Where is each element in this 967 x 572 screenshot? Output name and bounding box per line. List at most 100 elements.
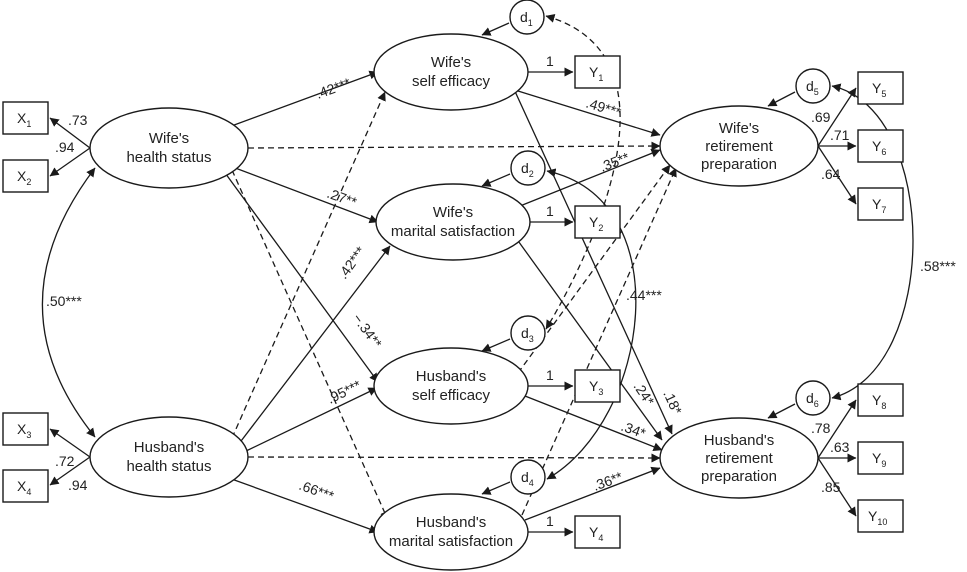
indicator-y6: Y6 [857, 129, 904, 163]
coef-hh-wms: .42*** [334, 243, 368, 282]
path-wms-wrp [519, 148, 661, 207]
cov-d1-d3 [545, 14, 621, 330]
disturbance-d1-circle [509, 0, 545, 35]
husband-marital-label-2: marital satisfaction [389, 533, 513, 550]
wife-retirement-label-2: retirement [705, 138, 773, 155]
edge-hh-x4 [49, 456, 91, 486]
disturbance-d3-label: d3 [521, 325, 534, 344]
husband-self-efficacy-label-2: self efficacy [412, 387, 491, 404]
dashed-wh-hms [231, 169, 389, 521]
disturbance-edges [481, 22, 796, 495]
husband-health-node: Husband's health status [89, 416, 249, 498]
loading-y5: .69 [811, 109, 831, 125]
indicator-y2-label: Y2 [589, 214, 603, 233]
wife-retirement-label-3: preparation [701, 156, 777, 173]
indicator-x4: X4 [2, 469, 49, 503]
path-wse-wrp [517, 90, 661, 137]
disturbance-d5-circle [795, 68, 831, 104]
coef-wms-wrp: .35** [597, 149, 632, 175]
disturbance-d2: d2 [510, 150, 546, 186]
dashed-hh-wse [231, 91, 386, 439]
indicator-y2-box [574, 205, 621, 239]
covariances [41, 14, 914, 480]
indicator-x3-box [2, 412, 49, 446]
disturbance-d4-circle [510, 459, 546, 495]
coef-hms-hrp: .36** [591, 468, 626, 494]
path-hms-hrp [524, 466, 661, 521]
indicator-x1-box [2, 101, 49, 135]
edge-d2 [481, 173, 511, 187]
coef-wse-hrp: .44*** [626, 287, 662, 303]
loading-x3: .72 [55, 453, 75, 469]
path-wh-wse [225, 70, 379, 129]
wife-marital-ellipse [375, 183, 531, 261]
husband-marital-node: Husband's marital satisfaction [373, 493, 529, 571]
loading-y7: .64 [821, 166, 841, 182]
indicator-x1-label: X1 [17, 110, 31, 129]
husband-health-label-2: health status [126, 458, 211, 475]
husband-retirement-label-2: retirement [705, 450, 773, 467]
indicator-y10-label: Y10 [868, 508, 887, 527]
disturbance-d2-circle [510, 150, 546, 186]
disturbance-d3: d3 [510, 315, 546, 351]
indicator-y4: Y4 [574, 515, 621, 549]
loading-y4: 1 [546, 513, 554, 529]
wife-self-efficacy-ellipse [373, 33, 529, 111]
indicator-y9-box [857, 441, 904, 475]
edge-d5 [767, 91, 796, 107]
disturbance-d6-circle [795, 380, 831, 416]
wife-retirement-node: Wife's retirement preparation [659, 105, 819, 187]
wife-health-node: Wife's health status [89, 107, 249, 189]
indicator-y9-label: Y9 [872, 450, 886, 469]
cov-d5-d6 [831, 83, 914, 401]
husband-self-efficacy-node: Husband's self efficacy [373, 347, 529, 425]
dashed-hh-hrp [247, 453, 661, 463]
path-wms-hrp [515, 237, 663, 441]
wife-self-efficacy-label-2: self efficacy [412, 73, 491, 90]
edge-hrp-y8 [817, 399, 857, 459]
husband-health-label-1: Husband's [134, 439, 204, 456]
loading-y9: .63 [830, 439, 850, 455]
coef-hse-hrp: .34* [619, 418, 648, 442]
indicator-y8: Y8 [857, 383, 904, 417]
disturbance-d5: d5 [795, 68, 831, 104]
coef-wh-hse: −.34** [350, 310, 386, 351]
indicator-y7-label: Y7 [872, 196, 886, 215]
indicator-y3-box [574, 369, 621, 403]
coef-hh-hms: .66*** [297, 477, 337, 504]
wife-retirement-ellipse [659, 105, 819, 187]
coef-d5-d6-correlation: .58*** [920, 258, 956, 274]
indicator-y5-label: Y5 [872, 80, 886, 99]
edge-d1 [481, 22, 510, 36]
indicator-y4-box [574, 515, 621, 549]
disturbance-d4: d4 [510, 459, 546, 495]
loading-y2: 1 [546, 203, 554, 219]
disturbance-d1: d1 [509, 0, 545, 35]
coef-health-correlation: .50*** [46, 293, 82, 309]
wife-marital-label-2: marital satisfaction [391, 223, 515, 240]
disturbance-d4-label: d4 [521, 469, 534, 488]
indicator-y5: Y5 [857, 71, 904, 105]
indicator-y7-box [857, 187, 904, 221]
husband-retirement-label-1: Husband's [704, 432, 774, 449]
path-wh-wms [221, 162, 379, 224]
edge-d6 [767, 403, 796, 419]
edge-hrp-y10 [817, 457, 857, 517]
indicator-x4-label: X4 [17, 478, 31, 497]
indicator-x3: X3 [2, 412, 49, 446]
loading-y10: .85 [821, 479, 841, 495]
indicator-y6-label: Y6 [872, 138, 886, 157]
edge-d3 [481, 338, 511, 352]
disturbance-d3-circle [510, 315, 546, 351]
wife-health-ellipse [89, 107, 249, 189]
indicator-y9: Y9 [857, 441, 904, 475]
coef-hh-hse: .95*** [324, 376, 364, 406]
edge-wh-x2 [49, 147, 91, 177]
loading-x1: .73 [68, 112, 88, 128]
wife-health-label-1: Wife's [149, 130, 189, 147]
coef-wms-hrp: .24* [631, 379, 659, 409]
edge-hh-x3 [49, 428, 91, 458]
coef-wh-wms: .27** [325, 185, 360, 211]
cov-health [41, 167, 96, 438]
path-hh-hms [225, 476, 379, 534]
